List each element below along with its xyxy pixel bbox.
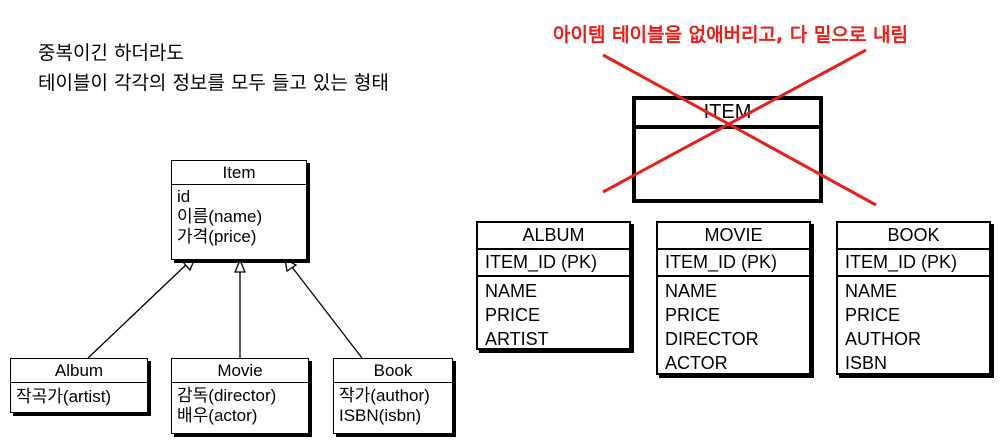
table-album: ALBUM ITEM_ID (PK) NAME PRICE ARTIST: [476, 221, 631, 350]
inheritance-arrow-movie: [234, 258, 246, 273]
table-movie-column: PRICE: [665, 305, 721, 325]
table-album-column: ARTIST: [485, 329, 549, 349]
caption: 중복이긴 하더라도 테이블이 각각의 정보를 모두 들고 있는 형태: [38, 38, 389, 98]
class-movie: Movie 감독(director) 배우(actor): [171, 358, 309, 434]
table-book-column: PRICE: [845, 305, 901, 325]
class-book: Book 작가(author) ISBN(isbn): [333, 358, 453, 434]
class-book-field: 작가(author): [339, 386, 430, 405]
table-album-column: PRICE: [485, 305, 541, 325]
cross-stroke: [602, 48, 867, 194]
inheritance-arrow-book: [284, 257, 298, 273]
table-movie-name: MOVIE: [658, 223, 809, 250]
class-book-name: Book: [334, 359, 452, 383]
table-book-column: AUTHOR: [845, 329, 921, 349]
table-book-name: BOOK: [838, 223, 989, 250]
annotation-text: 아이템 테이블을 없애버리고, 다 밑으로 내림: [553, 24, 908, 46]
caption-line-2: 테이블이 각각의 정보를 모두 들고 있는 형태: [38, 72, 389, 94]
table-album-name: ALBUM: [478, 223, 629, 250]
class-album-field: 작곡가(artist): [16, 387, 112, 406]
class-album-name: Album: [11, 359, 147, 383]
table-book-column: NAME: [845, 281, 898, 301]
inheritance-line-album: [87, 261, 190, 359]
class-movie-field: 배우(actor): [177, 406, 258, 425]
class-book-field: ISBN(isbn): [339, 406, 422, 425]
cross-stroke: [602, 53, 877, 207]
class-item-field: 이름(name): [177, 207, 263, 226]
table-book: BOOK ITEM_ID (PK) NAME PRICE AUTHOR ISBN: [836, 221, 991, 375]
class-item-name: Item: [172, 161, 306, 185]
table-movie-column: ACTOR: [665, 353, 728, 373]
table-movie-column: NAME: [665, 281, 718, 301]
table-book-pk: ITEM_ID (PK): [838, 250, 989, 277]
class-movie-name: Movie: [172, 359, 308, 383]
table-item: ITEM: [632, 96, 823, 203]
class-item-field: id: [177, 187, 191, 206]
table-movie-pk: ITEM_ID (PK): [658, 250, 809, 277]
table-movie: MOVIE ITEM_ID (PK) NAME PRICE DIRECTOR A…: [656, 221, 811, 375]
class-item-field: 가격(price): [177, 227, 257, 246]
table-movie-column: DIRECTOR: [665, 329, 759, 349]
class-item: Item id 이름(name) 가격(price): [171, 160, 307, 260]
inheritance-arrow-album: [181, 256, 197, 272]
table-book-column: ISBN: [845, 353, 888, 373]
caption-line-1: 중복이긴 하더라도: [38, 42, 184, 64]
inheritance-line-book: [291, 266, 363, 359]
class-album: Album 작곡가(artist): [10, 358, 148, 413]
table-album-column: NAME: [485, 281, 538, 301]
table-album-pk: ITEM_ID (PK): [478, 250, 629, 277]
class-movie-field: 감독(director): [177, 386, 277, 405]
